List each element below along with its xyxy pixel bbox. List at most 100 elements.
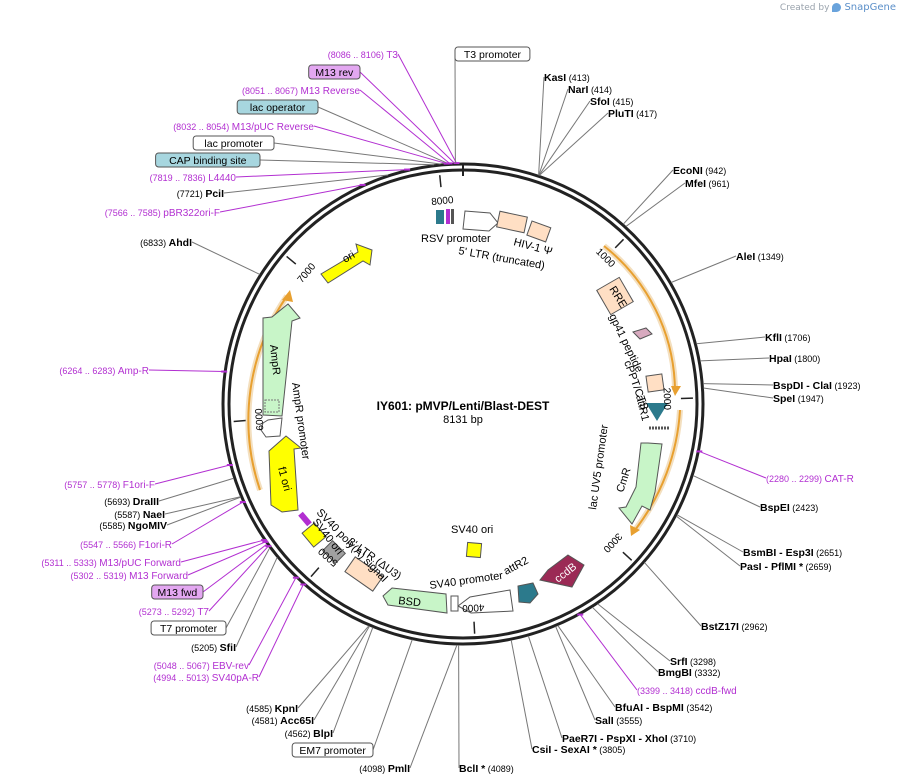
site-label: (4098) PmlI <box>359 763 410 775</box>
site-kfli[interactable]: KflI (1706) <box>765 332 810 344</box>
site-lac-operator[interactable]: lac operator <box>236 99 319 115</box>
feature-ampr-promoter-arrow <box>260 417 283 438</box>
site-f1ori-r[interactable]: (5547 .. 5566) F1ori-R <box>80 540 172 551</box>
site-name: SfiI <box>220 642 236 654</box>
site-position: (3555) <box>614 716 643 726</box>
site-kpni[interactable]: (4585) KpnI <box>246 703 298 715</box>
leader-bstz17i <box>644 562 702 627</box>
site-name: KasI <box>544 72 566 84</box>
site-pcii[interactable]: (7721) PciI <box>177 188 224 200</box>
site-acc65i[interactable]: (4581) Acc65I <box>252 715 314 727</box>
orf-arc-1-head <box>671 386 681 396</box>
site-ahdi[interactable]: (6833) AhdI <box>140 237 192 249</box>
site-range: (7566 .. 7585) <box>105 208 164 218</box>
site-name: NarI <box>568 84 589 96</box>
site-label: KflI (1706) <box>765 332 810 344</box>
site-label: SrfI (3298) <box>670 656 716 668</box>
leader-l4440 <box>235 169 408 178</box>
site-sali[interactable]: SalI (3555) <box>595 715 642 727</box>
site-l4440[interactable]: (7819 .. 7836) L4440 <box>150 173 237 184</box>
site-bfuai[interactable]: BfuAI - BspMI (3542) <box>615 702 712 714</box>
site-t7[interactable]: (5273 .. 5292) T7 <box>139 607 210 618</box>
site-ccdb-fwd[interactable]: (3399 .. 3418) ccdB-fwd <box>637 686 737 697</box>
feature-rsv-promoter-arrow <box>462 210 499 232</box>
site-name: - XhoI <box>636 733 668 745</box>
leader-kasi <box>538 76 545 176</box>
site-name: T7 <box>197 607 209 618</box>
site-label: BspEI (2423) <box>760 502 818 514</box>
site-f1ori-f[interactable]: (5757 .. 5778) F1ori-F <box>64 480 155 491</box>
site-pasi[interactable]: PasI - PflMI * (2659) <box>740 561 832 573</box>
site-position: (1800) <box>792 354 821 364</box>
site-bspei[interactable]: BspEI (2423) <box>760 502 818 514</box>
site-ebv-rev[interactable]: (5048 .. 5067) EBV-rev <box>154 661 249 672</box>
site-srfi[interactable]: SrfI (3298) <box>670 656 716 668</box>
snapgene-logo-icon <box>832 3 842 12</box>
feature-t7-mark <box>298 511 312 527</box>
site-name: - BspMI <box>643 702 684 714</box>
site-sfii[interactable]: (5205) SfiI <box>191 642 236 654</box>
site-blpi[interactable]: (4562) BlpI <box>285 728 333 740</box>
leader-pluti <box>538 112 609 176</box>
site-t3[interactable]: (8086 .. 8106) T3 <box>328 50 399 61</box>
site-bcli[interactable]: BclI * (4089) <box>459 763 514 775</box>
site-name: PaeR7I <box>562 733 597 745</box>
plasmid-title: IY601: pMVP/Lenti/Blast-DEST 8131 bp <box>377 399 550 426</box>
site-draiii[interactable]: (5693) DraIII <box>104 496 159 508</box>
feature-attr2-arrow <box>517 582 539 604</box>
leader-mfei <box>625 182 686 227</box>
site-pluti[interactable]: PluTI (417) <box>608 108 657 120</box>
site-label: (5547 .. 5566) F1ori-R <box>80 540 172 551</box>
site-lac-promoter[interactable]: lac promoter <box>192 135 275 151</box>
site-nari[interactable]: NarI (414) <box>568 84 612 96</box>
feature-ccdb-arrow <box>539 554 585 588</box>
site-em7-promoter[interactable]: EM7 promoter <box>291 742 374 758</box>
site-csii[interactable]: CsiI - SexAI * (3805) <box>532 744 625 756</box>
site-naei[interactable]: (5587) NaeI <box>114 509 165 521</box>
site-bsmbi[interactable]: BsmBI - Esp3I (2651) <box>743 547 842 559</box>
site-ngomiv[interactable]: (5585) NgoMIV <box>99 520 167 532</box>
site-cat-r[interactable]: (2280 .. 2299) CAT-R <box>766 474 854 485</box>
site-pmli[interactable]: (4098) PmlI <box>359 763 410 775</box>
site-m13-forward[interactable]: (5302 .. 5319) M13 Forward <box>71 571 188 582</box>
site-box <box>155 152 261 168</box>
site-pbr322ori-f[interactable]: (7566 .. 7585) pBR322ori-F <box>105 208 220 219</box>
site-hpai[interactable]: HpaI (1800) <box>769 353 820 365</box>
site-label: (5205) SfiI <box>191 642 236 654</box>
site-mfei[interactable]: MfeI (961) <box>685 178 730 190</box>
site-m13-fwd[interactable]: M13 fwd <box>151 584 204 600</box>
leader-m13-puc-forward <box>180 539 265 563</box>
site-name: Acc65I <box>280 715 314 727</box>
site-position: (4098) <box>359 764 388 774</box>
site-name: M13/pUC Forward <box>99 558 181 569</box>
site-bspdi[interactable]: BspDI - ClaI (1923) <box>773 380 860 392</box>
site-m13-rev[interactable]: M13 rev <box>308 64 361 80</box>
site-bmgbi[interactable]: BmgBI (3332) <box>658 667 720 679</box>
orf-arc-2-head <box>630 525 640 536</box>
site-t3-promoter[interactable]: T3 promoter <box>454 46 531 62</box>
site-kasi[interactable]: KasI (413) <box>544 72 590 84</box>
site-position: (413) <box>566 73 590 83</box>
leader-econi <box>622 169 674 225</box>
site-name: BstZ17I <box>701 621 739 633</box>
tick-label-2000: 2000 <box>661 388 673 411</box>
site-sfoi[interactable]: SfoI (415) <box>590 96 633 108</box>
site-sv40pa-r[interactable]: (4994 .. 5013) SV40pA-R <box>153 673 259 684</box>
site-m13-puc-reverse[interactable]: (8032 .. 8054) M13/pUC Reverse <box>173 122 314 133</box>
site-m13-reverse[interactable]: (8051 .. 8067) M13 Reverse <box>242 86 360 97</box>
site-name: M13 Reverse <box>301 86 361 97</box>
feature-gp41-peptide <box>632 327 653 340</box>
created-by-label: Created by <box>779 2 830 13</box>
site-t7-promoter[interactable]: T7 promoter <box>150 620 227 636</box>
site-amp-r[interactable]: (6264 .. 6283) Amp-R <box>59 366 149 377</box>
site-m13-puc-forward[interactable]: (5311 .. 5333) M13/pUC Forward <box>41 558 181 569</box>
leader-naei <box>164 496 241 515</box>
leader-ahdi <box>191 241 261 275</box>
site-paer7i[interactable]: PaeR7I - PspXI - XhoI (3710) <box>562 733 696 745</box>
site-alei[interactable]: AleI (1349) <box>736 251 784 263</box>
site-cap-binding-site[interactable]: CAP binding site <box>155 152 261 168</box>
site-econi[interactable]: EcoNI (942) <box>673 165 726 177</box>
site-bstz17i[interactable]: BstZ17I (2962) <box>701 621 767 633</box>
site-spei[interactable]: SpeI (1947) <box>773 393 824 405</box>
